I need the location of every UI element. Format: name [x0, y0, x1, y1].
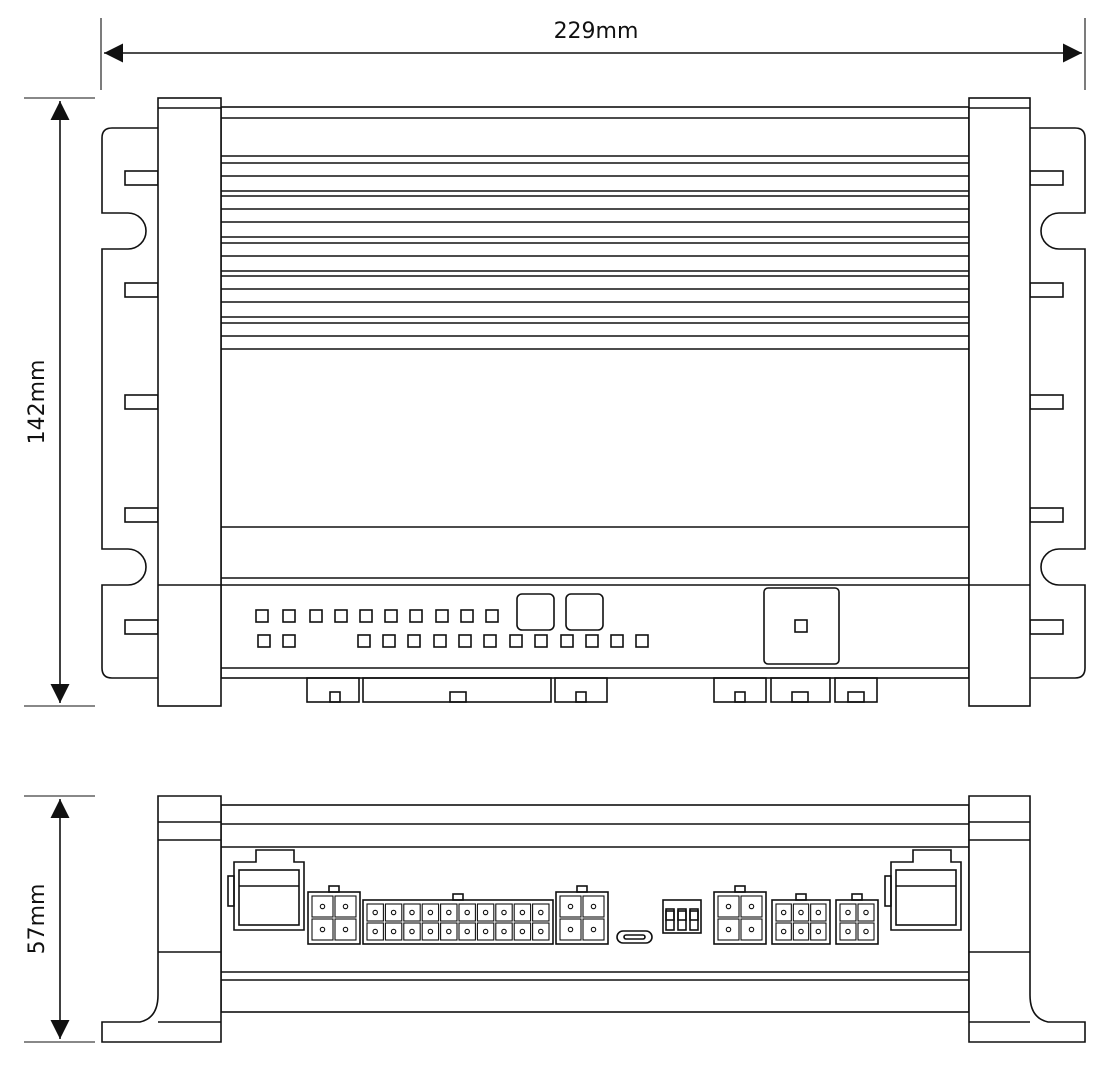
right-end-cap: [968, 97, 1031, 707]
height-label: 142mm: [25, 360, 50, 445]
right-power-connector: [884, 849, 962, 931]
connector-4pin-b: [555, 885, 609, 945]
left-flange-slots: [124, 170, 159, 635]
indicator-pads-row-1: [255, 609, 499, 623]
push-button-1: [516, 593, 555, 631]
module-window: [763, 587, 840, 665]
right-mounting-flange: [1030, 127, 1086, 679]
width-label: 229mm: [554, 19, 639, 44]
push-button-2: [565, 593, 604, 631]
connector-20pin: [362, 893, 554, 945]
top-connectors: [306, 677, 878, 703]
front-view: [101, 795, 1086, 1043]
enclosure-body: [220, 106, 970, 679]
heatsink-fins: [221, 155, 969, 350]
connector-6pin: [771, 893, 831, 945]
top-view: [101, 97, 1086, 707]
depth-dimension: 57mm: [24, 795, 95, 1043]
connector-4pin-a: [307, 885, 361, 945]
connector-4pin-d: [835, 893, 879, 945]
dip-switch: [662, 899, 702, 934]
usb-port: [616, 930, 653, 944]
right-flange-slots: [1029, 170, 1064, 635]
connector-4pin-c: [713, 885, 767, 945]
width-dimension: 229mm: [100, 18, 1086, 90]
indicator-pads-row-2: [257, 634, 649, 648]
left-mounting-flange: [101, 127, 158, 679]
left-end-cap: [157, 97, 222, 707]
left-power-connector: [227, 849, 305, 931]
height-dimension: 142mm: [24, 97, 95, 707]
front-right-end-cap: [968, 795, 1086, 1043]
depth-label: 57mm: [25, 884, 50, 955]
front-left-end-cap: [101, 795, 222, 1043]
front-pin-connectors: [307, 885, 879, 945]
